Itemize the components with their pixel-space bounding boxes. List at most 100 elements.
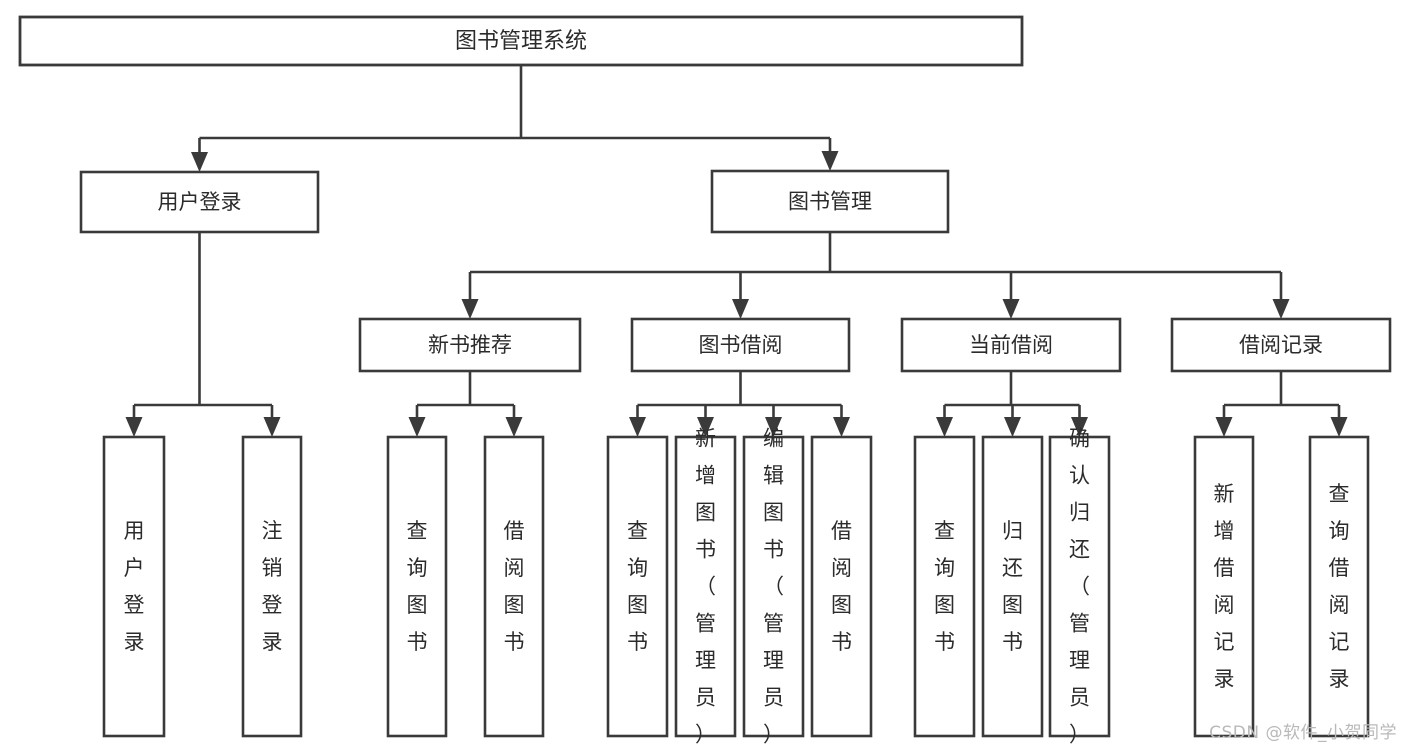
node-box[interactable]: [79, 170, 320, 234]
node-box[interactable]: [102, 435, 166, 738]
node-label-char: 书: [934, 630, 955, 654]
arrowhead: [765, 417, 782, 437]
arrowhead: [408, 417, 426, 437]
node-label-char: 询: [1329, 519, 1350, 543]
node-box[interactable]: [810, 435, 873, 738]
node-box[interactable]: [742, 435, 805, 738]
connectors-layer: [125, 65, 1348, 437]
watermark-text: CSDN @软件_小贺同学: [1209, 723, 1397, 743]
node-label-char: 管: [1069, 612, 1090, 636]
arrowhead: [263, 417, 281, 437]
arrowhead: [125, 417, 143, 437]
node-level2-2[interactable]: 图书借阅: [630, 317, 851, 373]
node-box[interactable]: [1308, 435, 1370, 738]
node-root[interactable]: 图书管理系统: [18, 15, 1024, 67]
node-label-char: 书: [627, 630, 648, 654]
node-label-char: 图: [627, 593, 648, 617]
node-label-char: 询: [407, 556, 428, 580]
node-label-char: 查: [407, 519, 428, 543]
node-label: 借阅记录: [1239, 333, 1323, 357]
node-label-char: 书: [831, 630, 852, 654]
node-label-char: 阅: [831, 556, 852, 580]
node-label-char: 书: [407, 630, 428, 654]
node-level1-2[interactable]: 图书管理: [710, 169, 950, 234]
node-label-char: 查: [934, 519, 955, 543]
node-label-char: ）: [695, 723, 716, 747]
node-label-char: （: [763, 575, 784, 599]
node-label-char: 增: [695, 464, 716, 488]
node-label-char: 借: [1329, 556, 1350, 580]
node-label-char: 录: [1329, 667, 1350, 691]
node-box[interactable]: [606, 435, 669, 738]
node-box[interactable]: [1048, 435, 1111, 738]
node-label-char: 理: [1069, 649, 1090, 673]
node-box[interactable]: [674, 435, 737, 738]
node-box[interactable]: [710, 169, 950, 234]
node-label-char: （: [1069, 575, 1090, 599]
node-box[interactable]: [386, 435, 448, 738]
node-level2-1[interactable]: 新书推荐: [358, 317, 582, 373]
node-label-char: 书: [1002, 630, 1023, 654]
node-box[interactable]: [483, 435, 545, 738]
node-label-char: （: [695, 575, 716, 599]
node-label-char: 录: [124, 630, 145, 654]
node-box[interactable]: [18, 15, 1024, 67]
node-label-char: 新: [1214, 482, 1235, 506]
arrowhead: [461, 299, 479, 319]
node-label-char: 管: [763, 612, 784, 636]
node-label-char: 归: [1002, 519, 1023, 543]
node-label-char: 记: [1214, 630, 1235, 654]
arrowhead: [697, 417, 714, 437]
node-box[interactable]: [1170, 317, 1392, 373]
node-label-char: 新: [695, 427, 716, 451]
node-box[interactable]: [358, 317, 582, 373]
node-label-char: 查: [1329, 482, 1350, 506]
node-label-char: 询: [627, 556, 648, 580]
node-label-char: 书: [504, 630, 525, 654]
node-label-char: ）: [1069, 723, 1090, 747]
arrowhead: [1215, 417, 1233, 437]
node-box[interactable]: [913, 435, 976, 738]
node-level1-1[interactable]: 用户登录: [79, 170, 320, 234]
node-label: 用户登录: [158, 190, 242, 214]
node-box[interactable]: [630, 317, 851, 373]
node-box[interactable]: [981, 435, 1044, 738]
node-label-char: 阅: [1214, 593, 1235, 617]
arrowhead: [732, 299, 749, 319]
node-label-char: 借: [504, 519, 525, 543]
node-label-char: 理: [763, 649, 784, 673]
node-box[interactable]: [1193, 435, 1255, 738]
node-box[interactable]: [241, 435, 303, 738]
node-label-char: 员: [763, 686, 784, 710]
node-label: 当前借阅: [969, 333, 1053, 357]
node-label-char: 员: [1069, 686, 1090, 710]
node-leaf-1[interactable]: 用户登录: [102, 435, 166, 738]
node-box[interactable]: [900, 317, 1122, 373]
node-label-char: 借: [831, 519, 852, 543]
node-label-char: 登: [124, 593, 145, 617]
node-label-char: 归: [1069, 501, 1090, 525]
node-label-char: 借: [1214, 556, 1235, 580]
node-label-char: 理: [695, 649, 716, 673]
node-level2-3[interactable]: 当前借阅: [900, 317, 1122, 373]
node-label-char: 还: [1002, 556, 1023, 580]
node-level2-4[interactable]: 借阅记录: [1170, 317, 1392, 373]
node-label: 图书管理系统: [455, 29, 587, 54]
node-label-char: 还: [1069, 538, 1090, 562]
node-label-char: 录: [1214, 667, 1235, 691]
node-label-char: 销: [262, 556, 283, 580]
